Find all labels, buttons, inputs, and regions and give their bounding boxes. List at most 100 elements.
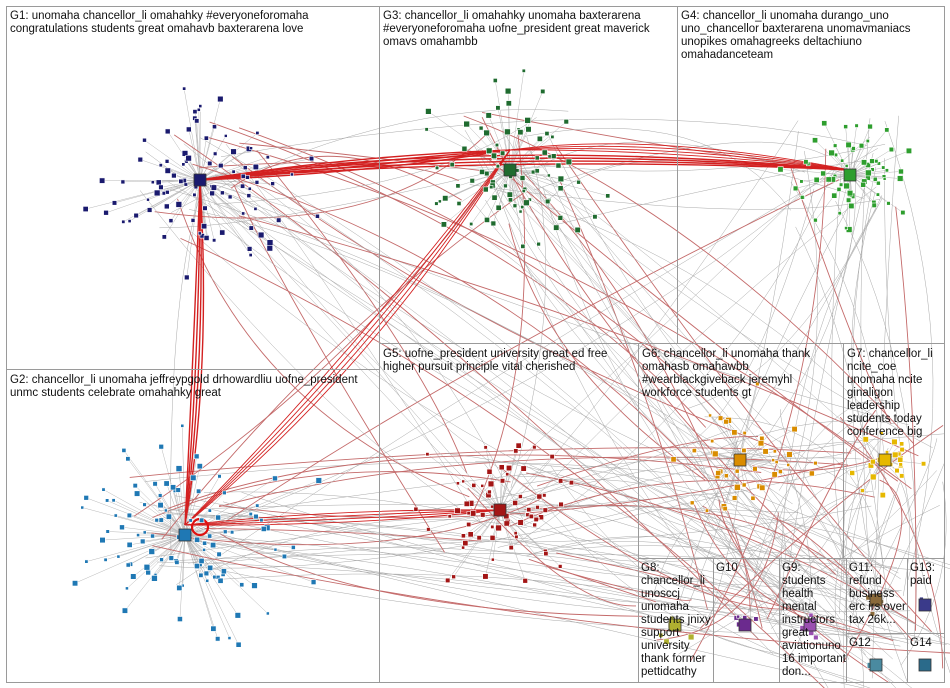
edge	[159, 496, 689, 569]
node-g1	[217, 95, 224, 103]
edge	[528, 558, 656, 603]
edge	[464, 130, 897, 688]
node-g7	[891, 438, 898, 446]
edge	[512, 170, 834, 547]
edge	[219, 533, 643, 617]
node-g4	[845, 141, 852, 149]
node-g3	[456, 201, 462, 206]
node-g5	[543, 551, 549, 557]
node-g2	[202, 540, 207, 546]
edge	[739, 383, 758, 461]
edge	[499, 467, 502, 511]
node-g1	[265, 155, 270, 160]
node-g5	[542, 493, 547, 498]
node-g5	[451, 574, 456, 579]
group-label-g1: G1: unomaha chancellor_li omahahky #ever…	[10, 10, 309, 35]
node-g1	[120, 179, 126, 185]
node-g3	[478, 125, 484, 131]
node-g5	[505, 464, 513, 472]
node-g2	[80, 505, 85, 510]
edge	[183, 88, 201, 181]
edge	[168, 454, 762, 509]
edge	[477, 148, 764, 460]
node-g7	[894, 467, 900, 474]
node-g6	[704, 508, 709, 513]
edge	[170, 197, 200, 557]
edge	[688, 131, 799, 605]
node-g1	[137, 156, 143, 163]
node-g2	[230, 530, 235, 535]
node-g2	[165, 513, 172, 520]
hub-edge	[184, 179, 201, 526]
node-g6	[723, 418, 729, 425]
node-g1	[164, 167, 171, 174]
edge	[499, 466, 783, 610]
edge	[499, 468, 524, 511]
edge	[182, 425, 186, 536]
node-g5	[495, 524, 502, 532]
node-g6	[723, 473, 729, 479]
node-g3	[442, 195, 449, 202]
group-box-g5	[379, 343, 639, 683]
node-g2	[216, 551, 222, 557]
node-g1	[150, 180, 155, 185]
node-g2	[265, 611, 270, 616]
edge	[231, 156, 779, 449]
node-g5	[503, 520, 510, 527]
node-g6	[755, 381, 760, 387]
edge	[795, 226, 889, 617]
node-g6	[791, 426, 798, 433]
edge	[85, 179, 201, 210]
node-g3	[505, 100, 512, 107]
node-g1	[146, 197, 150, 202]
node-g1	[171, 172, 177, 179]
node-g2	[150, 533, 155, 539]
edge	[508, 223, 706, 481]
node-g1	[241, 211, 246, 216]
node-g1	[224, 134, 228, 138]
node-g5	[462, 540, 469, 547]
node-g1	[276, 217, 282, 223]
node-g1	[242, 165, 248, 171]
edge	[178, 468, 186, 536]
node-g3	[425, 108, 432, 115]
edge	[505, 492, 843, 623]
node-g5	[532, 444, 537, 450]
node-g3	[521, 68, 526, 73]
node-g4	[820, 170, 826, 177]
edge	[184, 534, 208, 581]
node-g3	[520, 243, 526, 249]
edge	[428, 111, 511, 171]
edge	[148, 136, 871, 550]
node-g6	[731, 429, 738, 436]
edge	[154, 483, 186, 536]
node-g5	[466, 511, 471, 516]
node-g2	[151, 575, 158, 582]
node-g1	[315, 213, 320, 219]
edge	[439, 169, 511, 202]
edge	[895, 206, 917, 631]
edge	[144, 139, 201, 181]
edge	[703, 468, 852, 626]
node-g10	[753, 616, 759, 622]
node-g1	[182, 86, 187, 91]
edge	[163, 517, 707, 616]
node-g7	[860, 488, 865, 493]
edge	[692, 500, 879, 636]
edge	[708, 438, 740, 621]
node-g5	[471, 482, 477, 488]
node-g1	[247, 186, 252, 191]
node-g6	[708, 413, 712, 418]
node-g6	[731, 495, 738, 501]
group-box-g3	[379, 6, 678, 344]
node-g2	[202, 547, 206, 552]
node-g5	[536, 493, 543, 500]
edge	[113, 500, 186, 536]
group-label-g12: G12	[849, 637, 871, 649]
node-g1	[194, 118, 200, 124]
node-g3	[495, 204, 502, 211]
node-g4	[821, 120, 828, 127]
node-g4	[882, 177, 887, 181]
node-g2	[113, 513, 118, 518]
edge	[471, 199, 866, 610]
